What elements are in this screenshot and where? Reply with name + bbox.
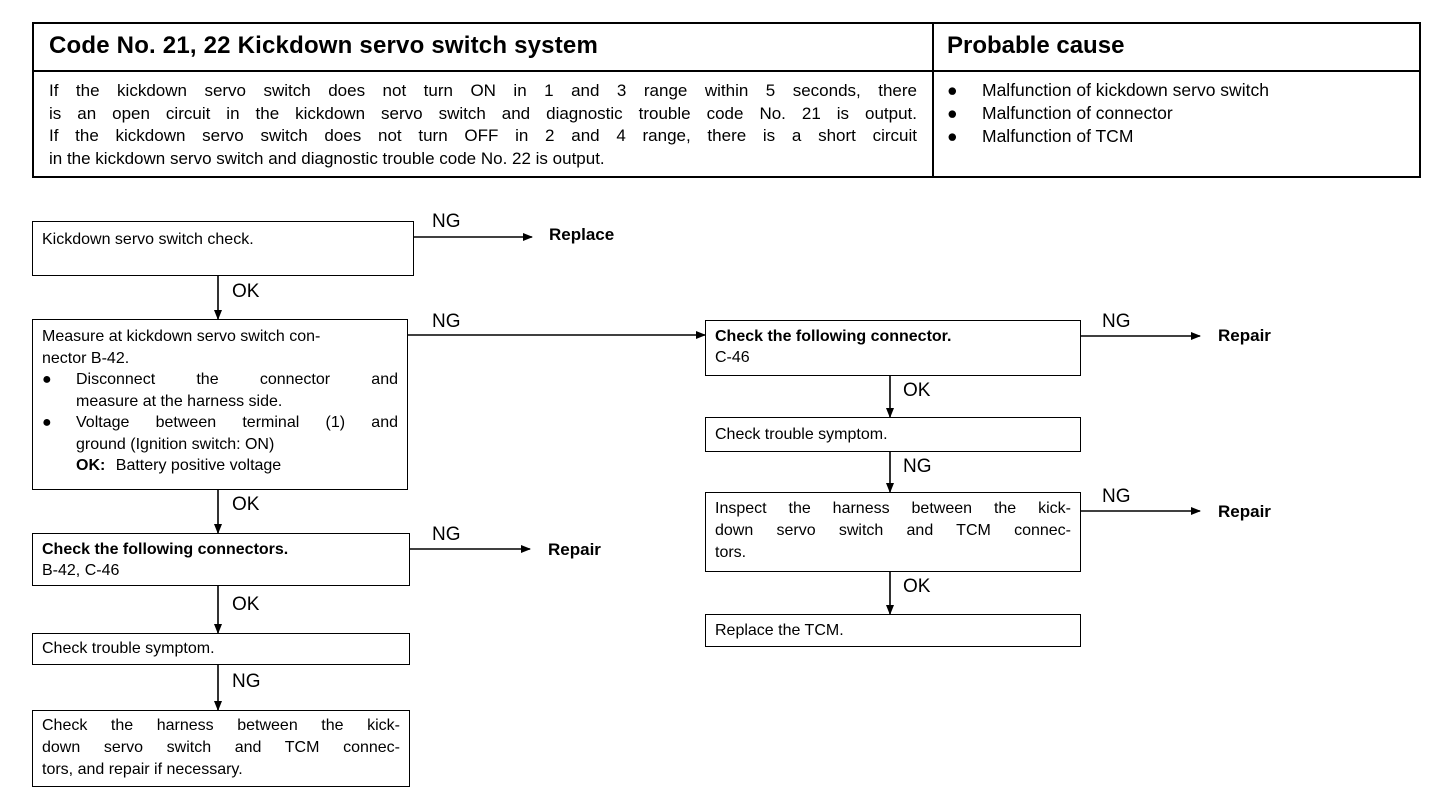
cause-item: ● Malfunction of connector — [947, 102, 1269, 125]
step-text: Disconnect the connector and — [76, 371, 398, 388]
ng-label: NG — [432, 211, 461, 232]
ng-label: NG — [432, 524, 461, 545]
action-repair: Repair — [1218, 326, 1271, 345]
list-item: ● Disconnect the connector and measure a… — [42, 369, 398, 412]
bullet-icon: ● — [947, 103, 958, 123]
step-check-trouble-symptom: Check trouble symptom. — [32, 633, 410, 665]
step-text: tors. — [715, 544, 747, 561]
ok-label: OK — [232, 281, 260, 302]
ok-label: OK — [232, 494, 260, 515]
description-line: If the kickdown servo switch does not tu… — [49, 126, 917, 145]
step-text: Check trouble symptom. — [715, 426, 888, 443]
step-check-connectors: Check the following connectors. B-42, C-… — [32, 533, 410, 586]
step-text: Inspect the harness between the kick- — [715, 500, 1071, 517]
step-title: Check the following connector. — [715, 328, 952, 345]
step-text: nector B-42. — [42, 349, 130, 367]
probable-cause-title: Probable cause — [947, 32, 1125, 59]
step-text: Kickdown servo switch check. — [42, 231, 254, 248]
cause-text: Malfunction of kickdown servo switch — [982, 80, 1269, 100]
ok-criterion: OK: Battery positive voltage — [76, 455, 398, 477]
step-kickdown-switch-check: Kickdown servo switch check. — [32, 221, 414, 276]
code-description: If the kickdown servo switch does not tu… — [49, 80, 917, 170]
step-replace-tcm: Replace the TCM. — [705, 614, 1081, 647]
cause-item: ● Malfunction of TCM — [947, 125, 1269, 148]
step-text: B-42, C-46 — [42, 562, 120, 579]
step-text: down servo switch and TCM connec- — [42, 739, 400, 756]
bullet-icon: ● — [947, 80, 958, 100]
action-repair: Repair — [1218, 502, 1271, 521]
ok-criterion-value: Battery positive voltage — [115, 457, 282, 474]
step-measure-connector: Measure at kickdown servo switch con- ne… — [32, 319, 408, 490]
step-check-harness: Check the harness between the kick- down… — [32, 710, 410, 787]
step-text: tors, and repair if necessary. — [42, 761, 243, 778]
cause-item: ● Malfunction of kickdown servo switch — [947, 79, 1269, 102]
step-text: measure at the harness side. — [76, 392, 283, 410]
description-line: in the kickdown servo switch and diagnos… — [49, 148, 605, 168]
description-line: is an open circuit in the kickdown servo… — [49, 103, 917, 123]
cause-text: Malfunction of connector — [982, 103, 1173, 123]
step-text: Check trouble symptom. — [42, 640, 215, 657]
bullet-icon: ● — [947, 126, 958, 146]
ok-label: OK — [903, 576, 931, 597]
step-text: down servo switch and TCM connec- — [715, 522, 1071, 539]
table-row-divider — [34, 70, 1419, 72]
step-text: C-46 — [715, 349, 750, 366]
action-repair: Repair — [548, 540, 601, 559]
step-text: ground (Ignition switch: ON) — [76, 435, 275, 453]
step-check-trouble-symptom-2: Check trouble symptom. — [705, 417, 1081, 452]
diagnostic-header-table: Code No. 21, 22 Kickdown servo switch sy… — [32, 22, 1421, 178]
ng-label: NG — [432, 311, 461, 332]
code-title: Code No. 21, 22 Kickdown servo switch sy… — [49, 32, 598, 59]
description-line: If the kickdown servo switch does not tu… — [49, 81, 917, 100]
ok-label: OK — [232, 594, 260, 615]
step-check-connector-c46: Check the following connector. C-46 — [705, 320, 1081, 376]
ng-label: NG — [232, 671, 261, 692]
ng-label: NG — [1102, 311, 1131, 332]
bullet-icon: ● — [42, 371, 52, 388]
step-text: Replace the TCM. — [715, 622, 844, 639]
ok-criterion-label: OK: — [76, 457, 106, 474]
action-replace: Replace — [549, 225, 615, 244]
step-title: Check the following connectors. — [42, 541, 289, 558]
ng-label: NG — [903, 456, 932, 477]
step-inspect-harness: Inspect the harness between the kick- do… — [705, 492, 1081, 572]
bullet-icon: ● — [42, 414, 52, 431]
ok-label: OK — [903, 380, 931, 401]
list-item: ● Voltage between terminal (1) and groun… — [42, 412, 398, 477]
step-text: Voltage between terminal (1) and — [76, 414, 398, 431]
ng-label: NG — [1102, 486, 1131, 507]
cause-text: Malfunction of TCM — [982, 126, 1134, 146]
step-text: Check the harness between the kick- — [42, 717, 400, 734]
probable-cause-list: ● Malfunction of kickdown servo switch ●… — [947, 79, 1269, 148]
step-text: Measure at kickdown servo switch con- — [42, 328, 321, 345]
table-column-divider — [932, 24, 934, 176]
